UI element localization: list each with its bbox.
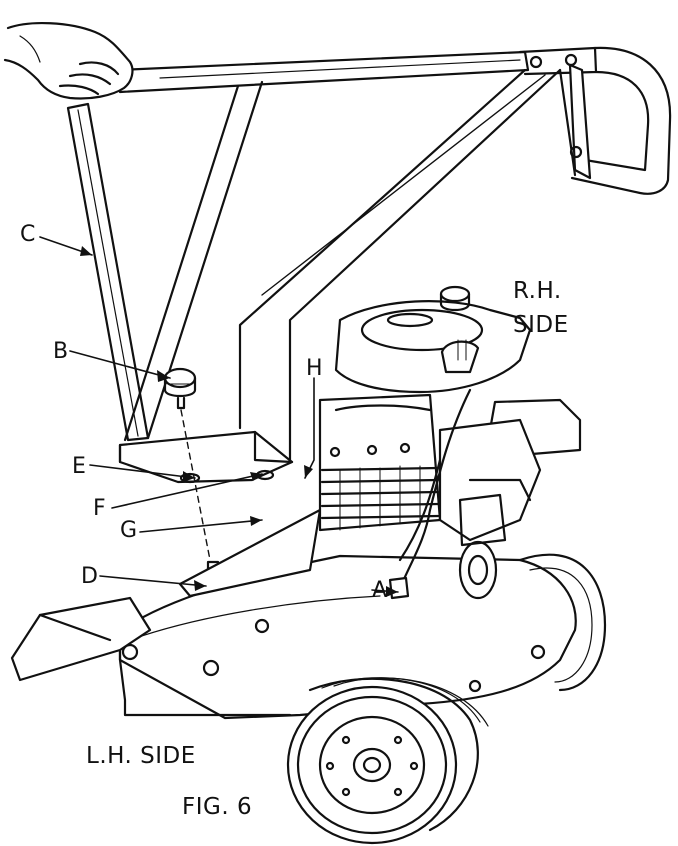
engine [318, 285, 582, 600]
chassis-deck [118, 508, 577, 720]
mounting-bracket [118, 430, 294, 484]
handle-loop [568, 46, 672, 195]
callout-e: E [72, 454, 86, 479]
right-side-label-line1: R.H. [513, 278, 562, 304]
callout-a: A [372, 578, 388, 603]
callout-d: D [81, 564, 98, 589]
rear-wheel [518, 553, 607, 692]
front-wheel [286, 677, 489, 845]
right-side-label-line2: SIDE [513, 312, 569, 338]
callout-c: C [20, 222, 36, 247]
callout-b: B [53, 339, 69, 364]
operator-hand [3, 21, 134, 100]
callout-f: F [93, 496, 106, 521]
handle-bar-c [66, 102, 150, 442]
front-pedal [10, 596, 152, 682]
left-side-label: L.H. SIDE [86, 743, 196, 769]
callout-h: H [306, 356, 323, 381]
figure-caption: FIG. 6 [182, 794, 253, 820]
adjustment-knob-b [163, 367, 211, 561]
callout-g: G [120, 518, 138, 543]
